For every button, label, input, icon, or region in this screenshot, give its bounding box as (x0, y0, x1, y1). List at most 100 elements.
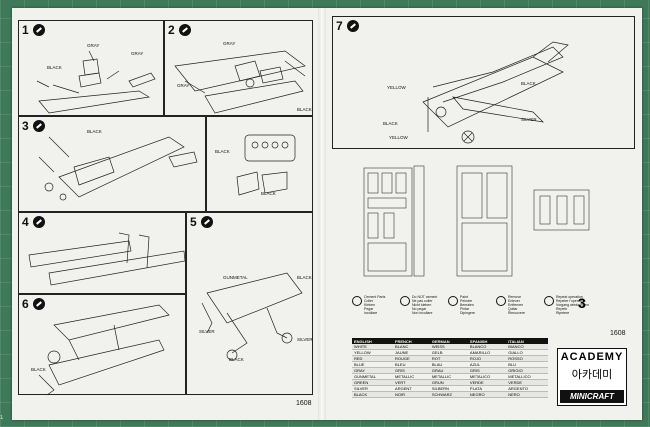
table-cell: WHITE (352, 344, 394, 350)
page-number: 1608 (296, 400, 312, 407)
paint-label: GRAY (177, 83, 190, 88)
table-cell: BLAU (429, 361, 468, 368)
step-1-drawing (36, 50, 156, 114)
cement-icon (33, 24, 45, 36)
table-cell: GRIS (393, 367, 430, 374)
cement-icon (33, 298, 45, 310)
table-cell: PLATA (467, 385, 507, 392)
table-cell: NEGRO (467, 391, 507, 398)
table-cell: BLEU (393, 361, 430, 368)
table-cell: GRUN (429, 379, 468, 386)
table-cell: ROUGE (393, 355, 430, 362)
legend-text: Remove Enlever Entfernen Quitar Rimuover… (508, 295, 525, 315)
symbol-legend: Cement Parts Coller Kleben Pegar Incolla… (352, 295, 589, 315)
column-header: FRENCH (393, 338, 430, 344)
table-cell: VERT (393, 379, 430, 386)
table-cell: ROJO (467, 355, 507, 362)
table-cell: GELB (429, 349, 468, 356)
table-cell: SILVER (352, 385, 394, 392)
table-cell: AZUL (467, 361, 507, 368)
step-7-panel: 7 YELLOW BLACK YELLOW BLACK SILVER (332, 16, 635, 149)
table-header-row: ENGLISH FRENCH GERMAN SPANISH ITALIAN (352, 338, 548, 344)
step-4-panel: 4 (18, 212, 186, 294)
table-cell: JAUNE (393, 349, 430, 356)
no-cement-icon (400, 296, 410, 306)
repeat-icon (544, 296, 554, 306)
step-7-drawing (422, 41, 569, 144)
table-cell: ROSSO (506, 355, 548, 362)
paint-color-table: ENGLISH FRENCH GERMAN SPANISH ITALIAN WH… (352, 338, 548, 398)
table-cell: VERDE (506, 379, 548, 386)
page-number: 1608 (610, 330, 626, 337)
sheet-fold (318, 8, 326, 420)
table-cell: GRIGIO (506, 367, 548, 374)
table-cell: AMARILLO (467, 349, 507, 356)
table-cell: NERO (506, 391, 548, 398)
cement-icon (33, 216, 45, 228)
paint-icon (448, 296, 458, 306)
paint-label: BLACK (87, 129, 102, 134)
cement-icon (347, 20, 359, 32)
table-cell: SILBERN (429, 385, 468, 392)
brand-logo: ACADEMY 아카데미 MINICRAFT (557, 348, 627, 406)
paint-label: GRAY (223, 41, 236, 46)
cement-icon (33, 120, 45, 132)
step-3-panel: 3 BLACK (18, 116, 206, 212)
column-header: SPANISH (467, 338, 507, 344)
step-2-panel: 2 GRAY GRAY BLACK (164, 20, 313, 116)
paint-label: BLACK (297, 107, 312, 112)
table-cell: BLANC (393, 344, 430, 350)
step-5-panel: 5 GUNMETAL BLACK SILVER BLACK SILVER (186, 212, 313, 395)
table-cell: GIALLO (506, 349, 548, 356)
table-cell: METALLIC (429, 373, 468, 380)
step-5-drawing (201, 272, 303, 361)
table-cell: GRAU (429, 367, 468, 374)
legend-text: Do NOT cement Ne pas coller Nicht kleben… (412, 295, 438, 315)
legend-text: Cement Parts Coller Kleben Pegar Incolla… (364, 295, 386, 315)
paint-label: GRAY (87, 43, 100, 48)
table-cell: ROT (429, 355, 468, 362)
table-cell: RED (352, 355, 394, 362)
paint-label: BLACK (31, 367, 46, 372)
table-cell: BLACK (352, 391, 394, 398)
step-3-drawing (38, 136, 198, 201)
logo-korean: 아카데미 (571, 369, 613, 381)
step-number: 6 (22, 297, 29, 311)
table-cell: METALLICO (506, 373, 548, 380)
step-number: 1 (22, 23, 29, 37)
table-cell: GRAY (352, 367, 394, 374)
parts-sprue-diagrams (363, 165, 590, 277)
instruction-sheet: 1 GRAY BLACK GRAY 2 (12, 8, 642, 420)
column-header: GERMAN (429, 338, 468, 344)
paint-label: YELLOW (389, 135, 408, 140)
paint-label: BLACK (383, 121, 398, 126)
logo-academy: ACADEMY (560, 351, 624, 363)
table-cell: GRIS (467, 367, 507, 374)
paint-label: GUNMETAL (223, 275, 248, 280)
table-cell: BLU (506, 361, 548, 368)
table-cell: BLUE (352, 361, 394, 368)
table-cell: ARGENTO (506, 385, 548, 392)
paint-label: SILVER (521, 117, 537, 122)
table-cell: VERDE (467, 379, 507, 386)
table-cell: METALLIC (393, 373, 430, 380)
table-cell: YELLOW (352, 349, 394, 356)
cement-icon (352, 296, 362, 306)
logo-minicraft: MINICRAFT (560, 390, 624, 403)
paint-label: YELLOW (387, 85, 406, 90)
paint-label: GRAY (131, 51, 144, 56)
table-cell: BIANCO (506, 344, 548, 350)
step-4-drawing (28, 232, 186, 286)
step-number: 5 (190, 215, 197, 229)
legend-text: Repeat operation Repeter l'operation Vor… (556, 295, 589, 315)
paint-label: SILVER (199, 329, 215, 334)
table-cell: GUNMETAL (352, 373, 394, 380)
